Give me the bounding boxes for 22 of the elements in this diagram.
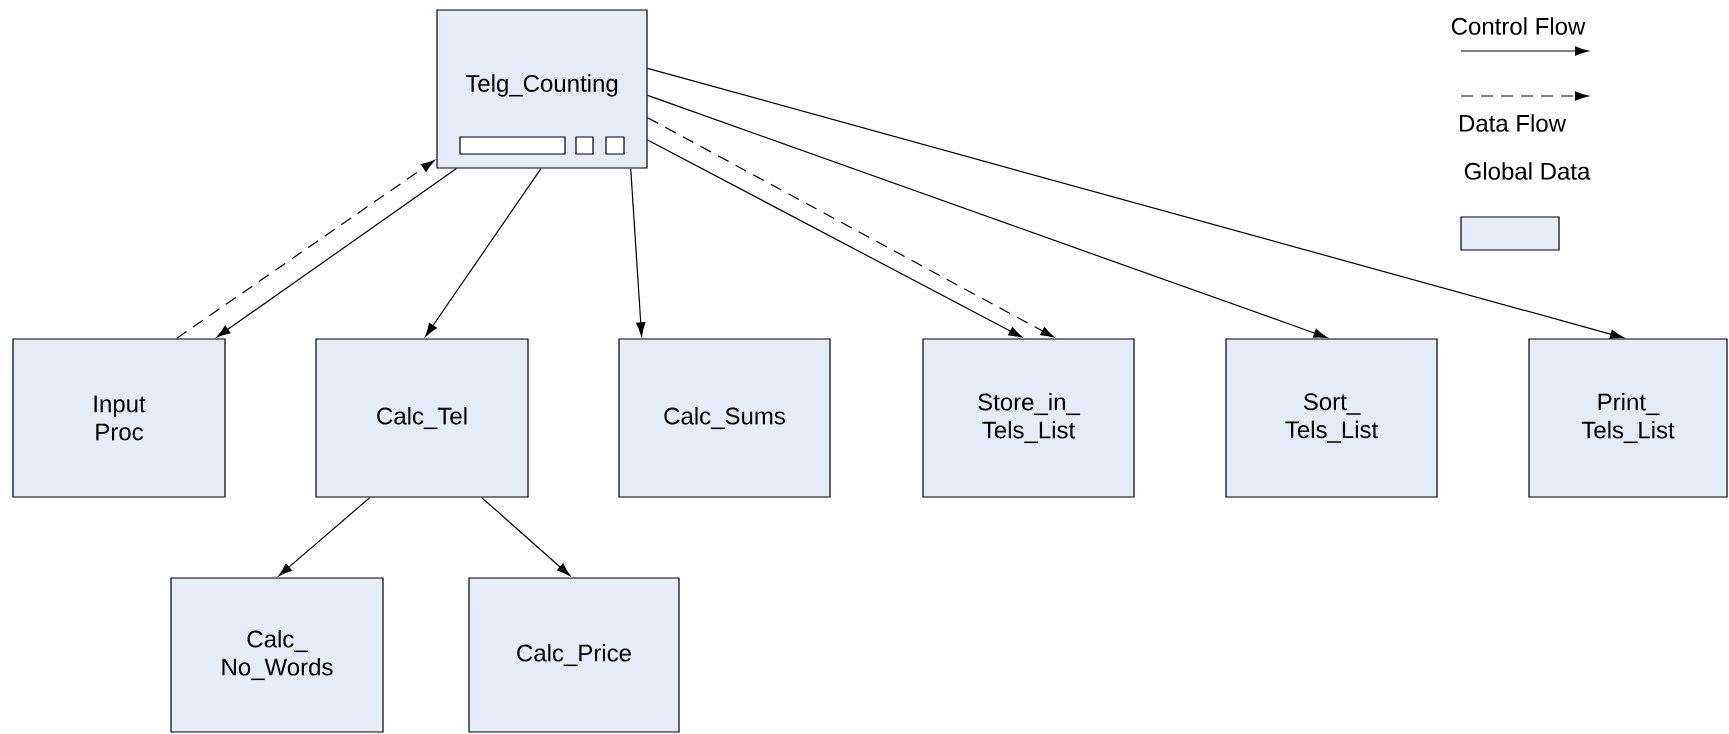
module-box: Telg_Counting	[436, 9, 648, 169]
arrow	[630, 168, 646, 337]
arrow	[216, 168, 458, 338]
arrow	[481, 497, 571, 577]
legend-label: Control Flow	[1451, 17, 1586, 35]
module-box: Calc_Sums	[618, 338, 831, 498]
module-box: Calc_Tel	[315, 338, 529, 498]
legend-label: Global Data	[1464, 162, 1591, 180]
arrow	[647, 117, 1055, 338]
module-box: Calc_Price	[468, 577, 680, 733]
arrow	[278, 497, 371, 577]
arrow	[175, 160, 435, 339]
arrow	[647, 139, 1023, 338]
arrow	[647, 67, 1624, 339]
module-box: Calc_ No_Words	[170, 577, 384, 733]
module-box: Input Proc	[12, 338, 226, 498]
arrow	[425, 168, 542, 337]
arrow	[647, 94, 1328, 339]
legend-label: Data Flow	[1460, 114, 1567, 132]
module-box: Sort_ Tels_List	[1225, 338, 1438, 498]
module-box: Print_ Tels_List	[1528, 338, 1728, 498]
module-box: Store_in_ Tels_List	[922, 338, 1135, 498]
